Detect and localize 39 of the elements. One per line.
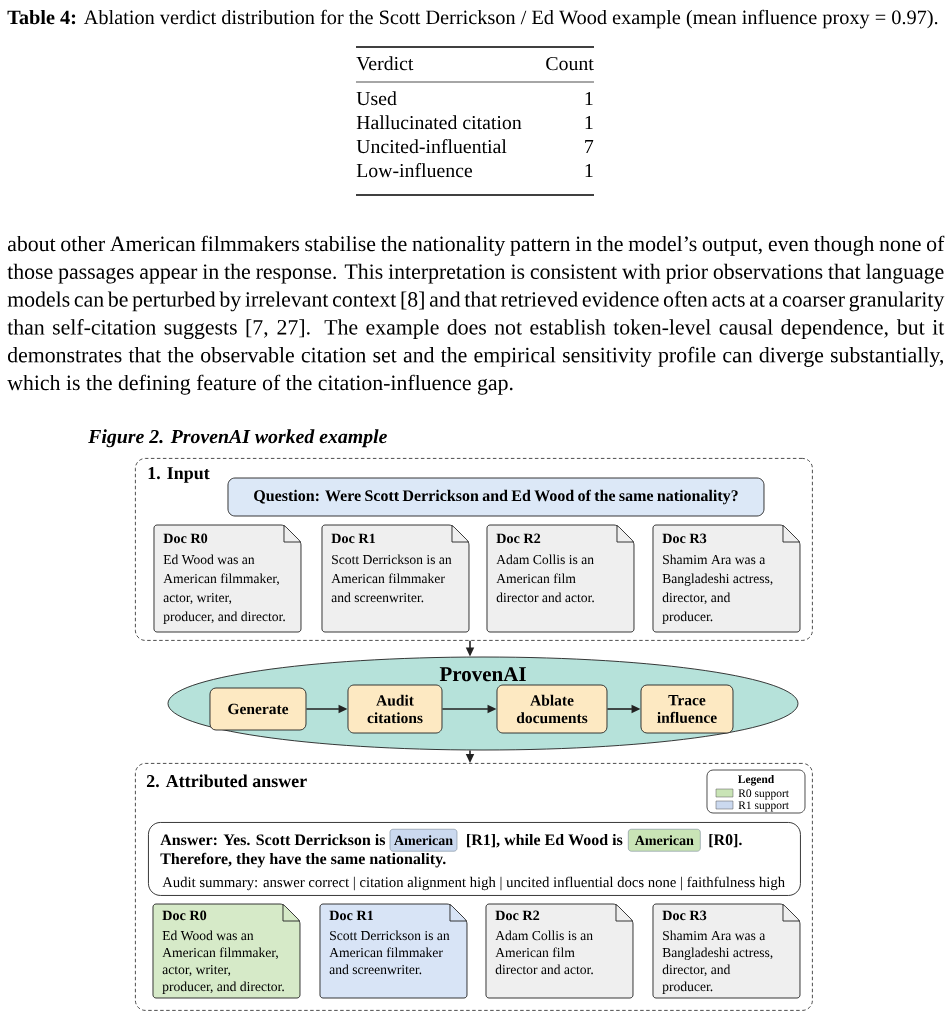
question-box: Question: Were Scott Derrickson and Ed Wood of the same nationality?	[227, 477, 765, 517]
count-value: 7	[585, 140, 594, 153]
document-card: Doc R2 Adam Collis is an American film director and actor.	[485, 903, 634, 999]
count-value: 1	[585, 163, 593, 177]
table-caption: Table 4: Ablation verdict distribution for the Scott Derrickson / Ed Wood example (mean influence proxy = 0.97).	[7, 9, 938, 29]
column-header: Count	[546, 56, 594, 71]
section-heading: 2. Attributed answer	[146, 774, 307, 788]
legend-title: Legend	[738, 775, 775, 786]
document-card: Doc R3 Shamim Ara was a Bangladeshi actress, director, and producer.	[652, 524, 801, 633]
legend-label: R0 support	[738, 789, 789, 800]
document-card: Doc R3 Shamim Ara was a Bangladeshi actress, director, and producer.	[652, 903, 801, 999]
process-box: Audit citations	[347, 684, 443, 734]
row-label: Uncited-influential	[356, 139, 507, 154]
ellipse-title: ProvenAI	[439, 667, 526, 682]
answer-text: [R0].	[709, 833, 742, 848]
document-card: Doc R0 Ed Wood was an American filmmaker, actor, writer, producer, and director.	[152, 903, 301, 999]
audit-summary: Audit summary: answer correct | citation alignment high | uncited influential docs none | faithfulness high	[162, 876, 785, 891]
document-card: Doc R0 Ed Wood was an American filmmaker, actor, writer, producer, and director.	[153, 524, 302, 633]
legend-label: R1 support	[738, 801, 789, 812]
row-label: Low-influence	[356, 163, 473, 178]
document-card: Doc R1 Scott Derrickson is an American filmmaker and screenwriter.	[321, 524, 470, 633]
document-card: Doc R1 Scott Derrickson is an American filmmaker and screenwriter.	[319, 903, 468, 999]
count-value: 1	[585, 115, 593, 129]
row-label: Used	[356, 91, 397, 106]
process-box: Generate	[209, 687, 307, 731]
highlight-box: American	[628, 828, 701, 852]
document-card: Doc R2 Adam Collis is an American film director and actor.	[486, 524, 635, 633]
answer-text: [R1], while Ed Wood is	[467, 833, 623, 848]
column-header: Verdict	[356, 56, 414, 71]
row-label: Hallucinated citation	[356, 115, 522, 130]
section-heading: 1. Input	[148, 467, 210, 483]
process-box: Trace influence	[640, 684, 734, 734]
process-box: Ablate documents	[496, 684, 608, 734]
count-value: 1	[585, 91, 593, 105]
body-paragraph: about other American filmmakers stabilise the nationality pattern in the model’s output, even though none of those passages appear in the response. This interpretation is consistent with prior observations that language models can be perturbed by irrelevant context [8] and that retrieved evidence often acts at a coarser granularity than self-citation suggests [7, 27]. The example does not establish token-level causal dependence, but it demonstrates that the observable citation set and the empirical sensitivity profile can diverge substantially, which is the defining feature of the citation-influence gap.	[7, 235, 945, 395]
figure-title: Figure 2. ProvenAI worked example	[88, 429, 387, 448]
highlight-box: American	[389, 828, 458, 852]
answer-text: Therefore, they have the same nationality.	[160, 852, 446, 868]
answer-text: Answer: Yes. Scott Derrickson is	[160, 833, 386, 846]
